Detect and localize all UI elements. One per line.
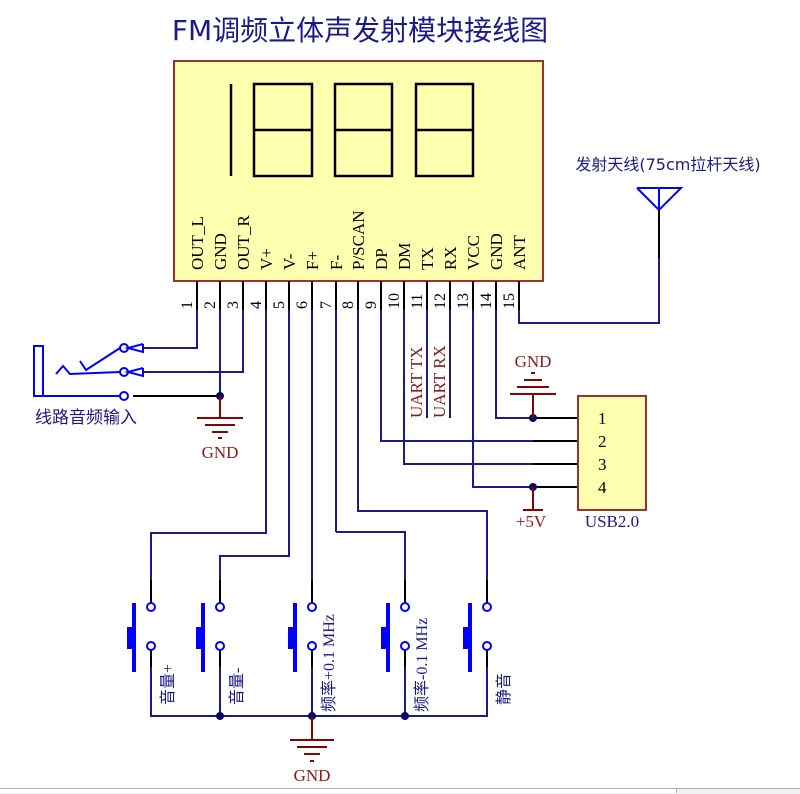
gnd-label-usb: GND bbox=[515, 352, 552, 371]
gnd-label-audio: GND bbox=[202, 443, 239, 462]
pin-label: RX bbox=[441, 246, 460, 270]
uart-rx-label: UART RX bbox=[430, 345, 449, 418]
wire-gnd-usb bbox=[495, 310, 536, 419]
antenna-label: 发射天线(75cm拉杆天线) bbox=[575, 155, 760, 174]
pin-label: P/SCAN bbox=[349, 210, 368, 270]
power-symbol bbox=[523, 487, 543, 511]
wire-dp bbox=[380, 310, 536, 442]
audio-jack bbox=[33, 343, 144, 401]
wire-button-gnd-bus bbox=[150, 667, 488, 717]
horizontal-scrollbar[interactable] bbox=[0, 788, 800, 794]
digit-8 bbox=[252, 82, 314, 178]
power-label: +5V bbox=[516, 512, 547, 531]
jack-terminal bbox=[119, 391, 129, 401]
button-label: 频率-0.1 MHz bbox=[413, 618, 431, 712]
wire-vcc bbox=[472, 310, 536, 488]
diagram-title: FM调频立体声发射模块接线图 bbox=[172, 14, 548, 47]
module-body bbox=[173, 60, 544, 282]
pin-label: V- bbox=[280, 253, 299, 270]
button-label: 音量- bbox=[228, 668, 246, 705]
gnd-symbol-usb bbox=[510, 372, 556, 418]
pin-number: 3 bbox=[225, 301, 242, 309]
pin-number: 2 bbox=[202, 301, 219, 309]
gnd-symbol-audio bbox=[197, 396, 243, 439]
pin-label: OUT_L bbox=[188, 216, 207, 270]
wire-p-scan bbox=[357, 310, 488, 580]
pin-number: 10 bbox=[386, 293, 403, 309]
pin-number: 9 bbox=[363, 301, 380, 309]
pin-number: 1 bbox=[179, 301, 196, 309]
pin-number: 15 bbox=[501, 293, 518, 309]
button-label: 频率+0.1 MHz bbox=[320, 614, 338, 712]
push-button bbox=[463, 580, 492, 672]
wire-v-minus bbox=[219, 310, 290, 580]
junction-dot bbox=[216, 712, 224, 720]
pin-label: DP bbox=[372, 248, 391, 270]
digit-8 bbox=[333, 82, 394, 178]
uart-tx-label: UART TX bbox=[407, 346, 426, 418]
pin-label: OUT_R bbox=[234, 215, 253, 270]
audio-input-label: 线路音频输入 bbox=[35, 408, 137, 428]
pin-number: 14 bbox=[478, 293, 495, 309]
pin-number: 6 bbox=[294, 301, 311, 309]
pin-label: DM bbox=[395, 243, 414, 270]
gnd-symbol-buttons bbox=[290, 716, 334, 762]
push-buttons: 音量+ 音量- 频率+0.1 MHz 频率-0.1 MHz 静音 bbox=[127, 580, 513, 712]
pin-label: TX bbox=[418, 247, 437, 270]
push-button bbox=[288, 580, 317, 672]
wire-dm bbox=[403, 310, 536, 465]
wire-out-l bbox=[133, 310, 198, 349]
jack-tip-contact bbox=[79, 347, 121, 372]
usb-pin-stubs bbox=[533, 417, 578, 488]
jack-body bbox=[33, 345, 44, 397]
pin-label: GND bbox=[487, 233, 506, 270]
pin-label: F+ bbox=[303, 251, 322, 270]
wire-out-r bbox=[133, 310, 244, 373]
pin-number: 4 bbox=[248, 301, 265, 309]
seven-segment-display bbox=[229, 82, 475, 178]
wire-f-minus-route bbox=[336, 531, 406, 580]
pin-number: 8 bbox=[340, 301, 357, 309]
pin-number: 11 bbox=[409, 294, 426, 309]
scrollbar-thumb[interactable] bbox=[0, 789, 677, 793]
gnd-label-buttons: GND bbox=[294, 766, 331, 785]
pin-label: V+ bbox=[257, 248, 276, 270]
pin-label: ANT bbox=[510, 234, 529, 270]
usb-label: USB2.0 bbox=[585, 512, 639, 531]
pin-label: F- bbox=[327, 255, 346, 270]
jack-arrow bbox=[124, 367, 144, 378]
usb-pin-3: 3 bbox=[598, 455, 607, 474]
usb-pin-4: 4 bbox=[598, 478, 607, 497]
button-label: 音量+ bbox=[159, 664, 177, 705]
antenna-icon bbox=[636, 187, 684, 212]
usb-connector: 1 2 3 4 bbox=[577, 395, 647, 511]
digit-8 bbox=[414, 82, 475, 178]
button-label: 静音 bbox=[495, 673, 513, 705]
push-button bbox=[381, 580, 410, 672]
jack-arrow bbox=[124, 343, 144, 354]
wire-v-plus bbox=[150, 310, 267, 580]
usb-body bbox=[577, 395, 647, 511]
pin-number: 13 bbox=[455, 293, 472, 309]
push-button bbox=[196, 580, 225, 672]
wire-ant bbox=[518, 258, 660, 324]
wires bbox=[133, 258, 660, 717]
pin-number: 5 bbox=[271, 301, 288, 309]
junction-dot bbox=[401, 712, 409, 720]
pin-number: 7 bbox=[318, 301, 335, 309]
pin-label: GND bbox=[211, 233, 230, 270]
usb-pin-1: 1 bbox=[598, 409, 607, 428]
jack-ring-contact bbox=[55, 364, 121, 376]
push-button bbox=[127, 580, 156, 672]
pin-number: 12 bbox=[432, 293, 449, 309]
usb-pin-2: 2 bbox=[598, 432, 607, 451]
pin-label: VCC bbox=[464, 235, 483, 270]
